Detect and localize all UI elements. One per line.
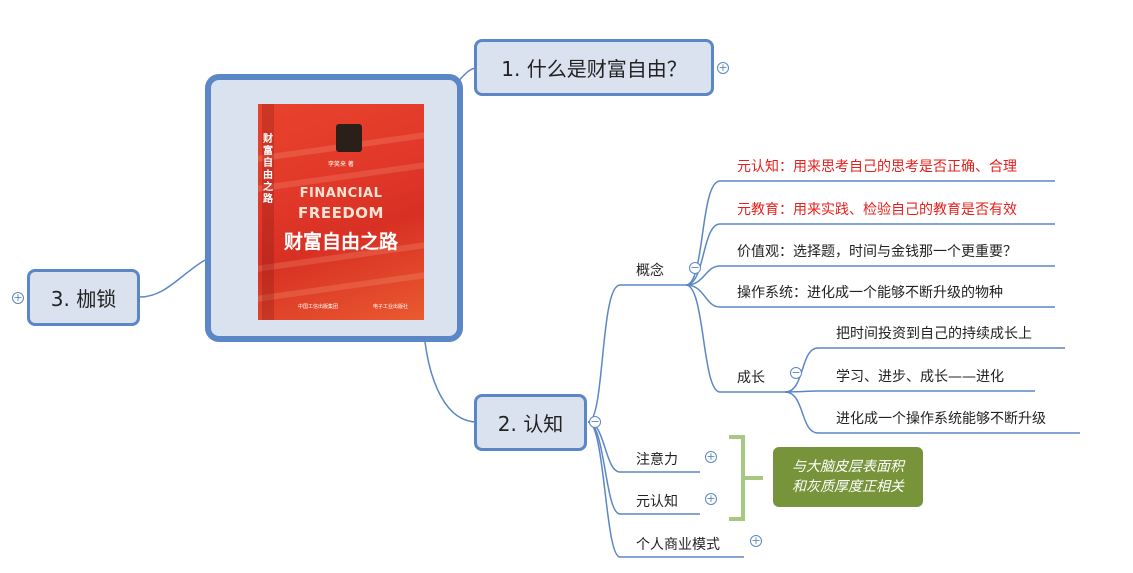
book-spine-title: 财富自由之路 [263,134,273,205]
expand-toggle-icon[interactable]: + [12,291,24,304]
book-title-en-2: FREEDOM [298,204,384,222]
topic-label: 2. 认知 [497,412,564,436]
topic-what-is-financial-freedom[interactable]: 1. 什么是财富自由？ [474,39,714,96]
book-spine [262,104,274,320]
subtopic-metacognition[interactable]: 元认知 [636,494,678,510]
expand-toggle-icon[interactable]: + [750,534,762,547]
collapse-toggle-icon[interactable]: − [589,415,601,428]
callout-line-1: 与大脑皮层表面积 [792,459,904,475]
link-central-topic3 [139,259,206,298]
subtopic-attention[interactable]: 注意力 [636,452,678,468]
collapse-toggle-icon[interactable]: − [790,366,802,379]
topic-label: 3. 枷锁 [50,287,117,311]
link-t2-business [587,421,621,558]
book-cover-image: 财富自由之路 李笑来 著 FINANCIAL FREEDOM 财富自由之路 中国… [258,104,424,320]
concept-item-metacognition[interactable]: 元认知：用来思考自己的思考是否正确、合理 [737,159,1017,175]
growth-item-evolve-os[interactable]: 进化成一个操作系统能够不断升级 [836,411,1046,427]
summary-callout[interactable]: 与大脑皮层表面积 和灰质厚度正相关 [773,447,923,507]
concept-item-values[interactable]: 价值观：选择题，时间与金钱那一个更重要？ [737,244,1017,260]
growth-item-learn-progress[interactable]: 学习、进步、成长——进化 [836,369,1004,385]
callout-line-2: 和灰质厚度正相关 [792,479,904,495]
expand-toggle-icon[interactable]: + [705,450,717,463]
subtopic-concept[interactable]: 概念 [636,263,664,279]
concept-item-metaeducation[interactable]: 元教育：用来实践、检验自己的教育是否有效 [737,202,1017,218]
central-topic[interactable]: 财富自由之路 李笑来 著 FINANCIAL FREEDOM 财富自由之路 中国… [205,74,463,342]
concept-item-growth[interactable]: 成长 [737,370,765,386]
link-t2-concept [587,284,621,423]
expand-toggle-icon[interactable]: + [717,61,729,74]
book-title-en-1: FINANCIAL [299,186,383,201]
subtopic-business-model[interactable]: 个人商业模式 [636,537,720,553]
expand-toggle-icon[interactable]: + [705,492,717,505]
concept-item-operating-system[interactable]: 操作系统：进化成一个能够不断升级的物种 [737,285,1003,301]
link-central-topic2 [424,341,478,423]
collapse-toggle-icon[interactable]: − [689,261,701,274]
publisher-right: 电子工业出版社 [372,304,408,310]
publisher-left: 中国工信出版集团 [298,304,339,310]
summary-bracket [729,435,745,521]
author-photo [336,124,362,152]
book-author: 李笑来 著 [328,161,354,168]
topic-label: 1. 什么是财富自由？ [501,57,687,81]
growth-item-invest-time[interactable]: 把时间投资到自己的持续成长上 [836,326,1032,342]
book-publisher: 中国工信出版集团 电子工业出版社 [298,303,408,310]
topic-shackles[interactable]: 3. 枷锁 [27,269,140,326]
book-title-cn: 财富自由之路 [283,231,398,253]
topic-cognition[interactable]: 2. 认知 [474,394,587,451]
link-t2-metacognition [587,421,621,515]
summary-bracket-tick [745,476,763,480]
